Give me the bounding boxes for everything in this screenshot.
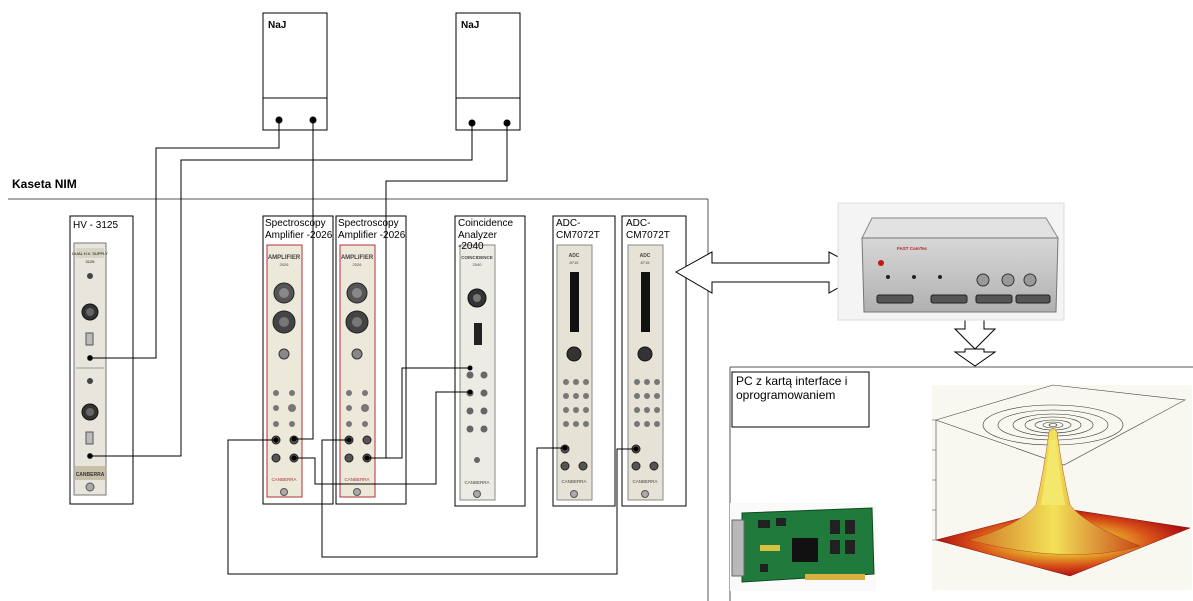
- coincidence-panel: COINCIDENCE 2040 CANBERRA: [460, 245, 495, 500]
- module-hv-label: HV - 3125: [73, 220, 131, 232]
- spectrum-3d-plot: [932, 385, 1192, 590]
- module-adc2-label: ADC- CM7072T: [626, 218, 682, 241]
- pci-interface-card: [730, 503, 876, 591]
- module-amp2-label: Spectroscopy Amplifier -2026: [338, 218, 406, 241]
- hv-panel-title: DUAL H.V. SUPPLY: [72, 251, 108, 256]
- amp1-panel-model: 2026: [280, 262, 290, 267]
- amp2-panel-model: 2026: [353, 262, 363, 267]
- amp2-panel-brand: CANBERRA: [344, 477, 369, 482]
- amp1-panel-brand: CANBERRA: [271, 477, 296, 482]
- interface-power-led: [878, 260, 884, 266]
- coinc-panel-brand: CANBERRA: [464, 480, 489, 485]
- module-adc1-label: ADC- CM7072T: [556, 218, 610, 241]
- coinc-panel-title: COINCIDENCE: [461, 255, 493, 260]
- arrow-interface-pc: [955, 318, 995, 366]
- amplifier-1-panel: AMPLIFIER 2026 CANBERRA: [267, 245, 302, 497]
- adc2-panel-brand: CANBERRA: [632, 479, 657, 484]
- adc2-panel-title: ADC: [640, 253, 651, 259]
- detector-1-label: NaJ: [268, 20, 286, 32]
- amplifier-2-panel: AMPLIFIER 2026 CANBERRA: [340, 245, 375, 497]
- interface-brand: FAST ComTec: [897, 246, 928, 251]
- amp2-panel-title: AMPLIFIER: [341, 255, 374, 261]
- pc-label: PC z kartą interface i oprogramowaniem: [736, 375, 866, 403]
- amp1-panel-title: AMPLIFIER: [268, 255, 301, 261]
- detector-2-label: NaJ: [461, 20, 479, 32]
- crate-label: Kaseta NIM: [12, 178, 77, 192]
- adc1-panel-title: ADC: [569, 253, 580, 259]
- hv-panel-brand: CANBERRA: [76, 472, 105, 478]
- interface-box: FAST ComTec: [838, 203, 1064, 320]
- module-amp1-label: Spectroscopy Amplifier -2026: [265, 218, 333, 241]
- adc1-panel-model: 8715: [570, 260, 580, 265]
- adc-1-panel: ADC 8715 CANBERRA: [557, 245, 592, 500]
- adc-2-panel: ADC 8715 CANBERRA: [628, 245, 663, 500]
- adc1-panel-brand: CANBERRA: [561, 479, 586, 484]
- module-coinc-label: Coincidence Analyzer -2040: [458, 218, 524, 253]
- coinc-panel-model: 2040: [473, 262, 483, 267]
- hv-panel-model: 3125: [86, 259, 96, 264]
- adc2-panel-model: 8715: [641, 260, 651, 265]
